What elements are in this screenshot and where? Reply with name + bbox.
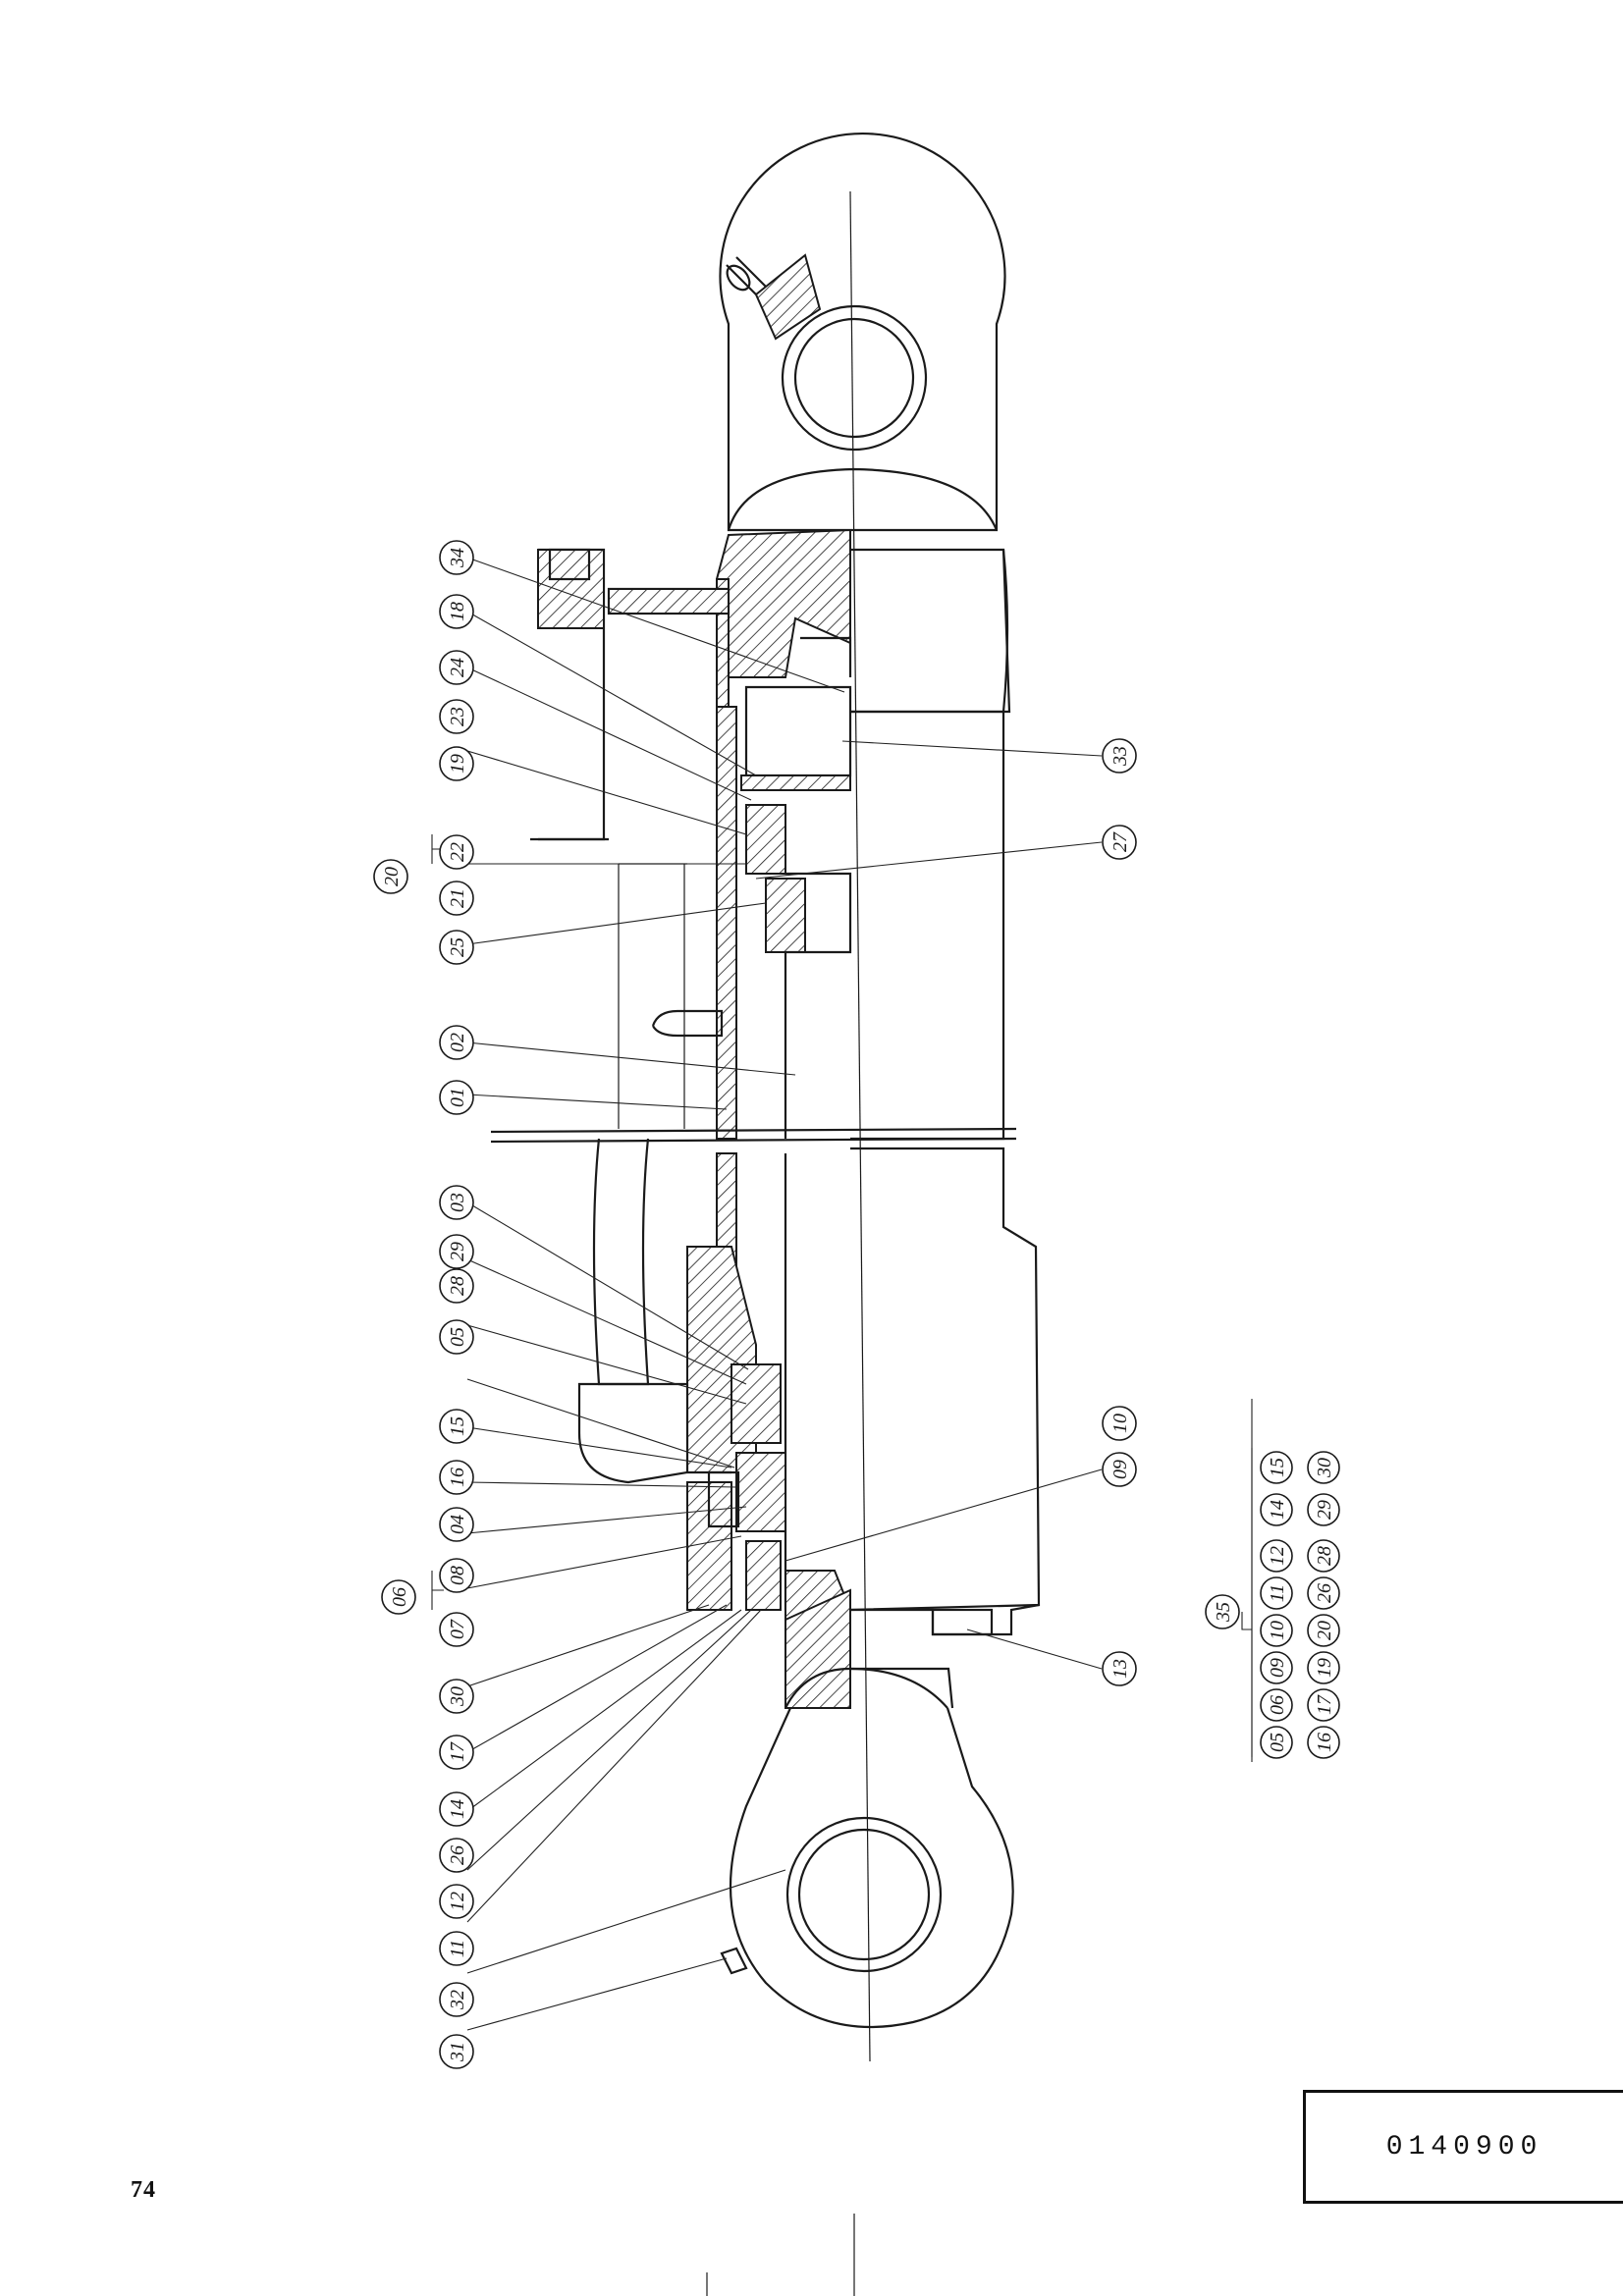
svg-text:19: 19 [1314, 1658, 1335, 1678]
callout-14: 14 [439, 1791, 474, 1827]
kit-35-row-2: 16 17 19 20 26 28 29 30 [1307, 1451, 1340, 1759]
svg-text:16: 16 [447, 1468, 468, 1487]
svg-text:11: 11 [447, 1940, 468, 1958]
svg-text:12: 12 [447, 1892, 468, 1911]
svg-text:05: 05 [1267, 1733, 1288, 1752]
svg-text:23: 23 [447, 707, 468, 726]
svg-text:05: 05 [447, 1327, 468, 1347]
svg-text:12: 12 [1267, 1546, 1288, 1566]
callout-04: 04 [439, 1507, 474, 1542]
callout-35: 35 [1205, 1594, 1240, 1629]
svg-text:28: 28 [447, 1276, 468, 1296]
callout-21: 21 [439, 881, 474, 916]
svg-text:26: 26 [447, 1845, 468, 1865]
callout-12: 12 [439, 1884, 474, 1919]
svg-text:21: 21 [447, 888, 468, 908]
callout-18: 18 [439, 594, 474, 629]
callout-17: 17 [439, 1735, 474, 1770]
svg-text:01: 01 [447, 1088, 468, 1107]
svg-text:25: 25 [447, 937, 468, 957]
svg-text:35: 35 [1213, 1602, 1234, 1623]
callout-01: 01 [439, 1080, 474, 1115]
svg-text:27: 27 [1109, 831, 1131, 852]
page-number: 74 [131, 2177, 156, 2203]
svg-text:18: 18 [447, 602, 468, 621]
svg-text:26: 26 [1314, 1583, 1335, 1603]
callout-03: 03 [439, 1185, 474, 1220]
cylinder-head-upper [530, 528, 1011, 954]
svg-text:15: 15 [447, 1416, 468, 1436]
callout-24: 24 [439, 650, 474, 685]
svg-text:14: 14 [1267, 1500, 1288, 1520]
svg-text:19: 19 [447, 754, 468, 774]
callout-11: 11 [439, 1931, 474, 1966]
svg-text:14: 14 [447, 1799, 468, 1819]
svg-text:10: 10 [1267, 1621, 1288, 1640]
cylinder-base [577, 1138, 1040, 1662]
callout-06: 06 [381, 1579, 416, 1615]
callout-22: 22 [439, 834, 474, 870]
svg-text:32: 32 [447, 1990, 468, 2010]
svg-text:11: 11 [1267, 1584, 1288, 1603]
svg-text:16: 16 [1314, 1733, 1335, 1752]
svg-text:28: 28 [1314, 1546, 1335, 1566]
svg-text:10: 10 [1109, 1414, 1131, 1433]
svg-text:09: 09 [1267, 1658, 1288, 1678]
callout-30: 30 [439, 1679, 474, 1714]
callout-02: 02 [439, 1025, 474, 1060]
svg-text:06: 06 [389, 1587, 410, 1607]
svg-text:13: 13 [1109, 1659, 1131, 1679]
cylinder-eye-bottom [720, 1588, 1014, 2028]
callout-09: 09 [1102, 1452, 1137, 1487]
callout-34: 34 [439, 540, 474, 575]
svg-text:03: 03 [447, 1193, 468, 1212]
svg-text:20: 20 [1314, 1621, 1335, 1640]
svg-text:33: 33 [1109, 746, 1131, 767]
svg-text:04: 04 [447, 1515, 468, 1534]
svg-text:29: 29 [1314, 1500, 1335, 1520]
callout-28: 28 [439, 1268, 474, 1304]
center-line [849, 190, 871, 2062]
svg-text:34: 34 [447, 548, 468, 568]
svg-text:29: 29 [447, 1242, 468, 1261]
callout-05: 05 [439, 1319, 474, 1355]
leader-lines [431, 557, 1253, 2031]
svg-text:17: 17 [447, 1741, 468, 1762]
svg-text:17: 17 [1314, 1694, 1335, 1715]
callout-32: 32 [439, 1982, 474, 2017]
svg-text:15: 15 [1267, 1458, 1288, 1477]
svg-text:08: 08 [447, 1566, 468, 1585]
svg-text:09: 09 [1109, 1460, 1131, 1479]
callout-15: 15 [439, 1409, 474, 1444]
callout-19: 19 [439, 746, 474, 781]
svg-text:31: 31 [447, 2042, 468, 2062]
callout-23: 23 [439, 699, 474, 734]
svg-text:24: 24 [447, 658, 468, 677]
callout-29: 29 [439, 1234, 474, 1269]
callout-07: 07 [439, 1612, 474, 1647]
callout-26: 26 [439, 1838, 474, 1873]
drawing-code-box: 0140900 [1303, 2090, 1623, 2204]
svg-text:30: 30 [447, 1686, 468, 1707]
svg-text:02: 02 [447, 1033, 468, 1052]
rod-eye-top [719, 132, 1006, 532]
callout-10: 10 [1102, 1406, 1137, 1441]
drawing-code: 0140900 [1385, 2131, 1543, 2163]
svg-text:30: 30 [1314, 1458, 1335, 1478]
svg-text:22: 22 [447, 842, 468, 862]
kit-35-row-1: 05 06 09 10 11 12 14 15 [1260, 1451, 1293, 1759]
callout-13: 13 [1102, 1651, 1137, 1686]
callout-25: 25 [439, 930, 474, 965]
svg-text:20: 20 [381, 867, 403, 886]
svg-text:06: 06 [1267, 1695, 1288, 1715]
callout-27: 27 [1102, 825, 1137, 860]
callout-33: 33 [1102, 738, 1137, 774]
callout-08: 08 [439, 1558, 474, 1593]
callout-16: 16 [439, 1460, 474, 1495]
svg-text:07: 07 [447, 1619, 468, 1639]
callout-20: 20 [373, 859, 408, 894]
callout-31: 31 [439, 2034, 474, 2069]
